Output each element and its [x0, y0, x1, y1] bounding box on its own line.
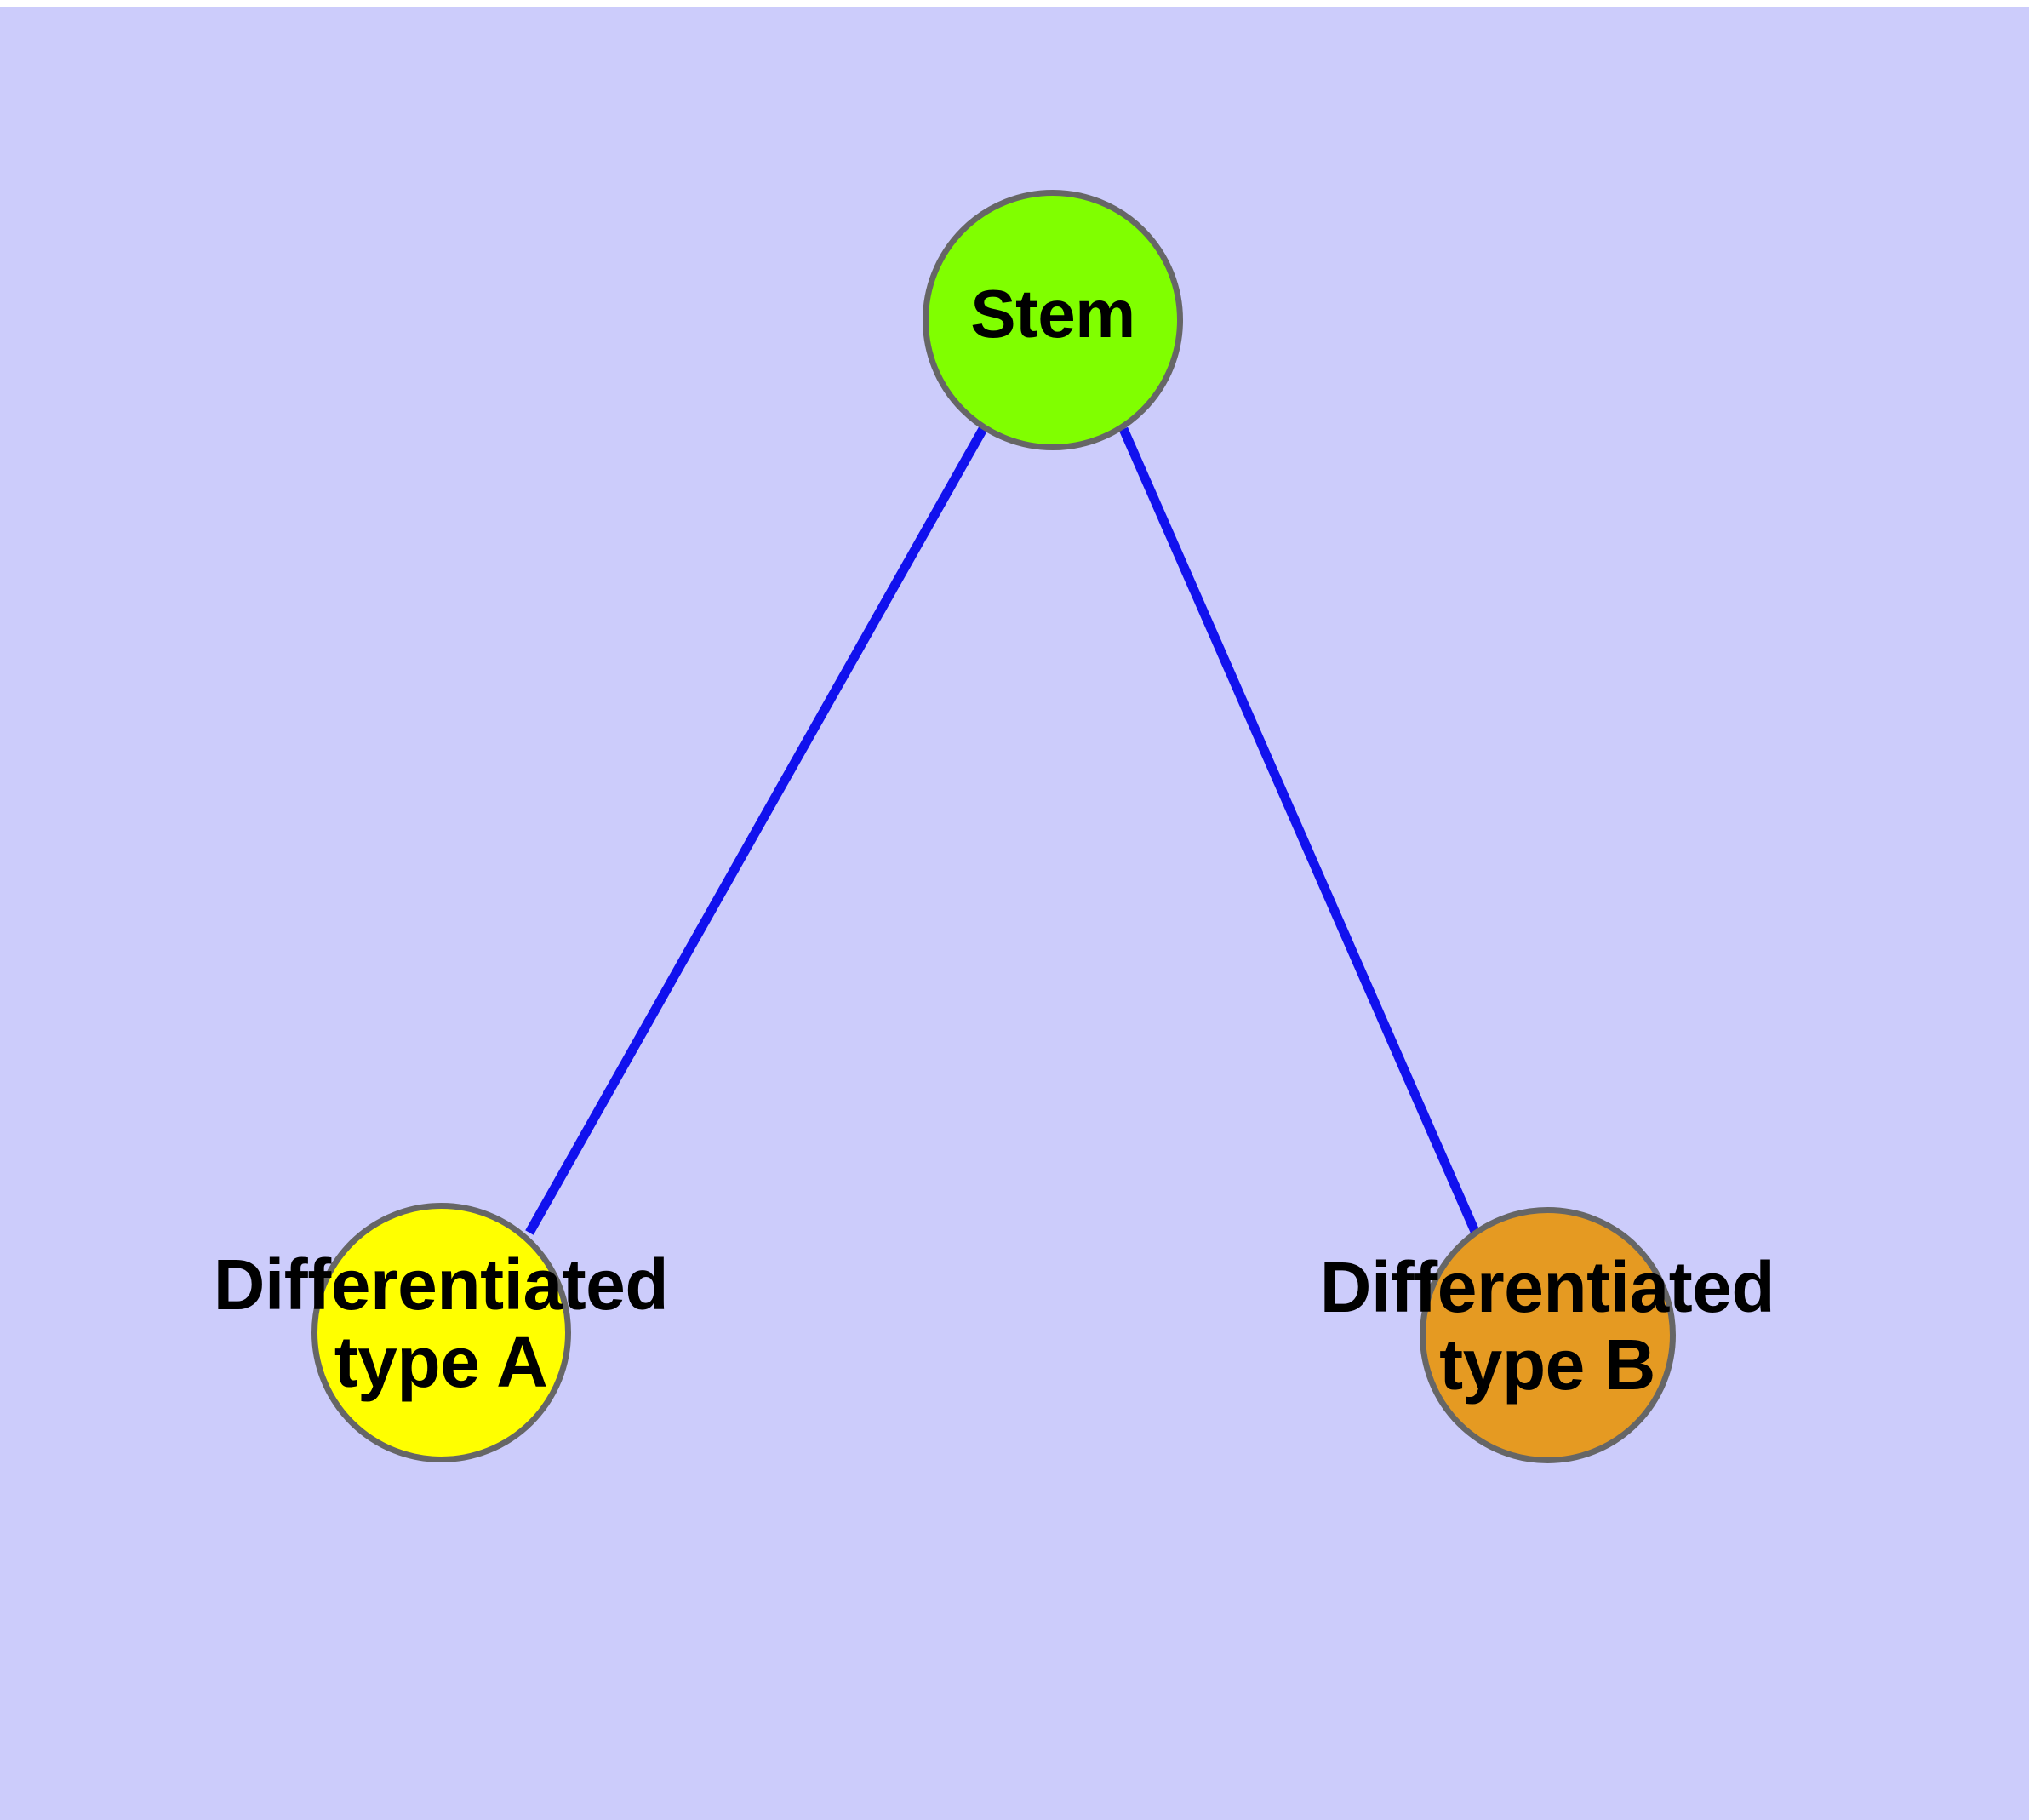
graph-surface: Stem Differentiated type A Differentiate… — [0, 7, 2029, 1820]
node-stem[interactable] — [923, 190, 1183, 450]
node-layer: Stem Differentiated type A Differentiate… — [0, 7, 2029, 1820]
node-differentiated-type-a[interactable] — [311, 1203, 571, 1462]
node-label-differentiated-type-a: Differentiated type A — [213, 1245, 669, 1402]
edge-layer — [525, 426, 1482, 1238]
node-differentiated-type-b[interactable] — [1420, 1207, 1676, 1463]
edge-stem-to-differentiated-type-a — [525, 426, 987, 1235]
edge-stem-to-differentiated-type-b — [1118, 426, 1482, 1238]
node-label-differentiated-type-b: Differentiated type B — [1319, 1247, 1775, 1405]
node-label-stem: Stem — [970, 276, 1135, 352]
